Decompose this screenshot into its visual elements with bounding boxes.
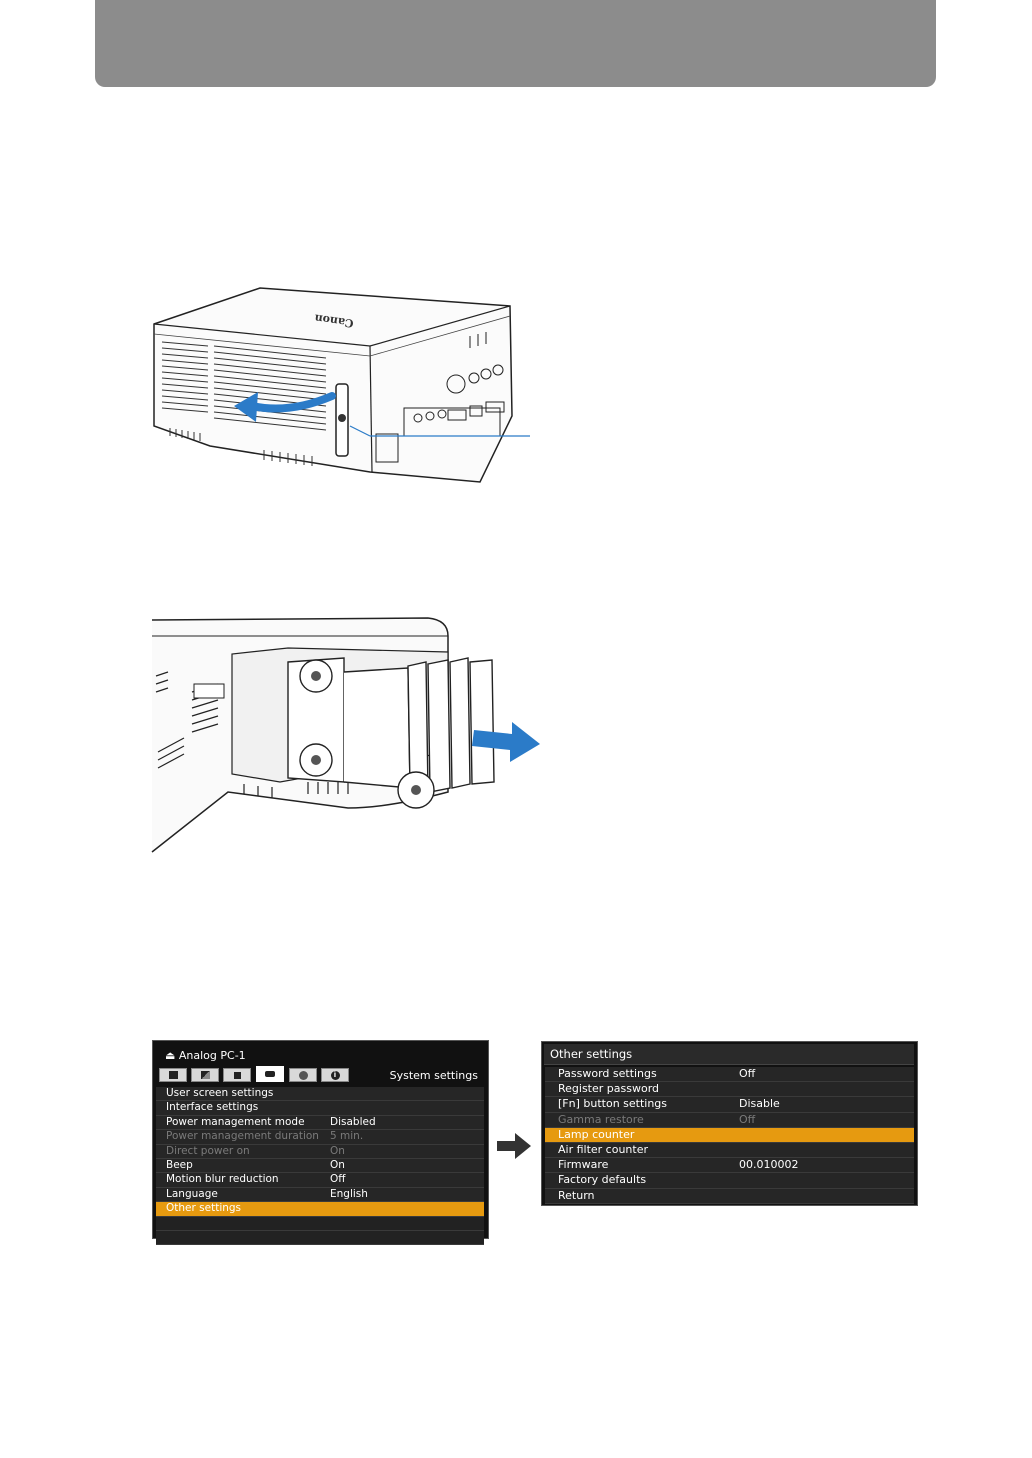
screen-tab-icon — [168, 1071, 178, 1079]
menu-row-label: Power management mode — [166, 1115, 305, 1128]
menu-row[interactable]: Power management duration 5 min. — [156, 1130, 484, 1145]
menu-row[interactable]: Lamp counter — [545, 1127, 914, 1143]
menu-row-value: English — [330, 1187, 368, 1200]
menu-row-label: Beep — [166, 1158, 193, 1171]
menu-row-label: Air filter counter — [558, 1142, 649, 1156]
page-header-bar — [95, 0, 936, 87]
menu-row-label: [Fn] button settings — [558, 1097, 668, 1111]
menu-row-label: Direct power on — [166, 1144, 250, 1157]
empty-menu-row — [156, 1216, 484, 1231]
info-tab[interactable]: i — [321, 1068, 349, 1082]
system-settings-menu: ⏏ Analog PC-1 i System settings User scr… — [152, 1040, 489, 1246]
menu-row-value: 5 min. — [330, 1130, 364, 1143]
install-tab[interactable] — [223, 1068, 251, 1082]
menu-row-label: Motion blur reduction — [166, 1173, 279, 1186]
menu-row-value: Off — [739, 1112, 756, 1126]
info-tab-icon: i — [330, 1070, 340, 1080]
menu-row[interactable]: Direct power on On — [156, 1144, 484, 1159]
menu-row[interactable]: Beep On — [156, 1158, 484, 1174]
network-tab[interactable] — [289, 1068, 317, 1082]
menu-row[interactable]: [Fn] button settings Disable — [545, 1097, 914, 1113]
menu-row-value: 00.010002 — [739, 1158, 799, 1172]
input-source-label: ⏏ Analog PC-1 — [165, 1049, 246, 1062]
menu-row[interactable]: Interface settings — [156, 1101, 484, 1116]
menu-row[interactable]: Other settings — [156, 1202, 484, 1217]
menu-row[interactable]: Motion blur reduction Off — [156, 1173, 484, 1188]
menu-row-label: Language — [166, 1187, 218, 1200]
lamp-unit-removal-illustration — [151, 617, 540, 853]
system-tab-icon — [265, 1071, 275, 1077]
menu-row[interactable]: Firmware 00.010002 — [545, 1158, 914, 1174]
install-tab-icon — [233, 1071, 241, 1079]
menu-row-value: Off — [330, 1173, 346, 1186]
menu-row-value: Disable — [739, 1097, 780, 1111]
menu-row-value: Disabled — [330, 1115, 376, 1128]
other-settings-title: Other settings — [544, 1044, 914, 1065]
menu-row[interactable]: Gamma restore Off — [545, 1112, 914, 1128]
menu-row-value: Off — [739, 1067, 756, 1080]
menu-section-title: System settings — [389, 1069, 478, 1082]
menu-row-label: User screen settings — [166, 1087, 274, 1099]
menu-row[interactable]: Factory defaults — [545, 1173, 914, 1189]
network-tab-icon — [298, 1070, 308, 1080]
menu-row-label: Other settings — [166, 1202, 242, 1215]
next-step-arrow-icon — [497, 1133, 531, 1159]
menu-row-label: Firmware — [558, 1158, 609, 1172]
menu-row-label: Lamp counter — [558, 1127, 635, 1141]
menu-row-label: Gamma restore — [558, 1112, 644, 1126]
image-adjust-tab[interactable] — [191, 1068, 219, 1082]
menu-row[interactable]: Air filter counter — [545, 1142, 914, 1159]
menu-row[interactable]: Password settings Off — [545, 1067, 914, 1083]
menu-row[interactable]: Register password — [545, 1082, 914, 1098]
menu-row-label: Return — [558, 1188, 595, 1202]
system-tab[interactable] — [256, 1066, 284, 1082]
menu-row-label: Password settings — [558, 1067, 657, 1080]
menu-tabs: i — [159, 1066, 482, 1083]
menu-row-label: Factory defaults — [558, 1173, 647, 1187]
menu-row[interactable]: Language English — [156, 1187, 484, 1203]
menu-row[interactable]: User screen settings — [156, 1087, 484, 1102]
menu-row-label: Power management duration — [166, 1130, 319, 1143]
input-source-icon: ⏏ — [165, 1049, 179, 1062]
screen-tab[interactable] — [159, 1068, 187, 1082]
menu-row-value: On — [330, 1158, 345, 1171]
image-adjust-tab-icon — [200, 1071, 210, 1079]
projector-lamp-cover-illustration: Canon — [153, 287, 530, 483]
menu-row[interactable]: Return — [545, 1188, 914, 1204]
menu-row[interactable]: Power management mode Disabled — [156, 1115, 484, 1131]
menu-row-label: Register password — [558, 1082, 660, 1096]
canon-logo: Canon — [314, 312, 355, 330]
empty-menu-row — [156, 1230, 484, 1246]
menu-row-value: On — [330, 1144, 345, 1157]
menu-row-label: Interface settings — [166, 1101, 259, 1114]
